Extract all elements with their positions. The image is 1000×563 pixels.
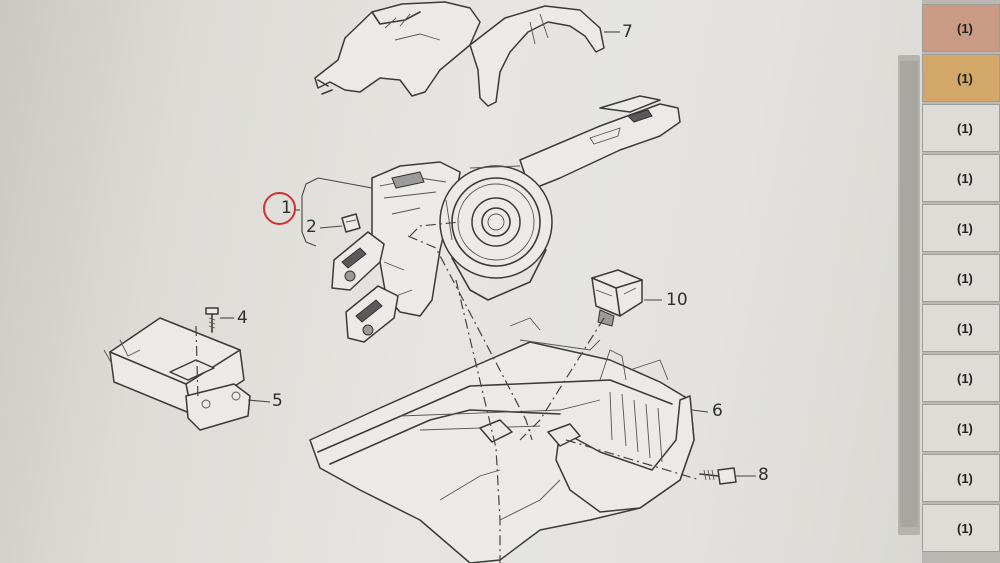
quantity-column: (1) (1) (1) (1) (1) (1) (1) (1) (1) (1) … [922,0,1000,563]
assembly-line [409,221,461,237]
quantity-cell[interactable]: (1) [922,454,1000,502]
part-6-lower-column-trim [309,317,709,563]
callout-6: 6 [712,401,723,421]
assembly-line [565,439,701,481]
callout-8: 8 [758,465,769,485]
quantity-cell[interactable]: (1) [922,254,1000,302]
callout-4: 4 [237,308,248,328]
quantity-cell[interactable]: (1) [922,204,1000,252]
quantity-cell[interactable]: (1) [922,104,1000,152]
part-5-control-unit [103,317,271,431]
quantity-cell[interactable]: (1) [922,54,1000,102]
assembly-line [407,235,533,441]
assembly-line [195,325,199,401]
highlight-circle [263,192,296,225]
assembly-line [455,279,501,563]
quantity-cell[interactable]: (1) [922,354,1000,402]
part-8-screw [699,467,756,485]
callout-7: 7 [622,22,633,42]
scrollbar-thumb[interactable] [900,61,918,527]
vertical-scrollbar[interactable] [898,55,920,535]
parts-diagram [103,1,756,563]
callout-1: 1 [281,198,292,218]
part-4-bolt [205,307,234,333]
quantity-cell[interactable]: (1) [922,504,1000,552]
quantity-cell[interactable]: (1) [922,4,1000,52]
callout-1-bracket [301,177,319,247]
part-7-upper-column-trim [314,1,605,107]
callout-5: 5 [272,391,283,411]
quantity-cell[interactable]: (1) [922,304,1000,352]
callout-2: 2 [306,217,317,237]
part-1-combination-switch-module [331,95,681,343]
quantity-cell[interactable]: (1) [922,154,1000,202]
callout-10: 10 [666,290,688,310]
part-10-sensor [591,269,662,327]
assembly-line [519,317,605,441]
part-2-clip [319,213,361,233]
quantity-cell[interactable]: (1) [922,404,1000,452]
